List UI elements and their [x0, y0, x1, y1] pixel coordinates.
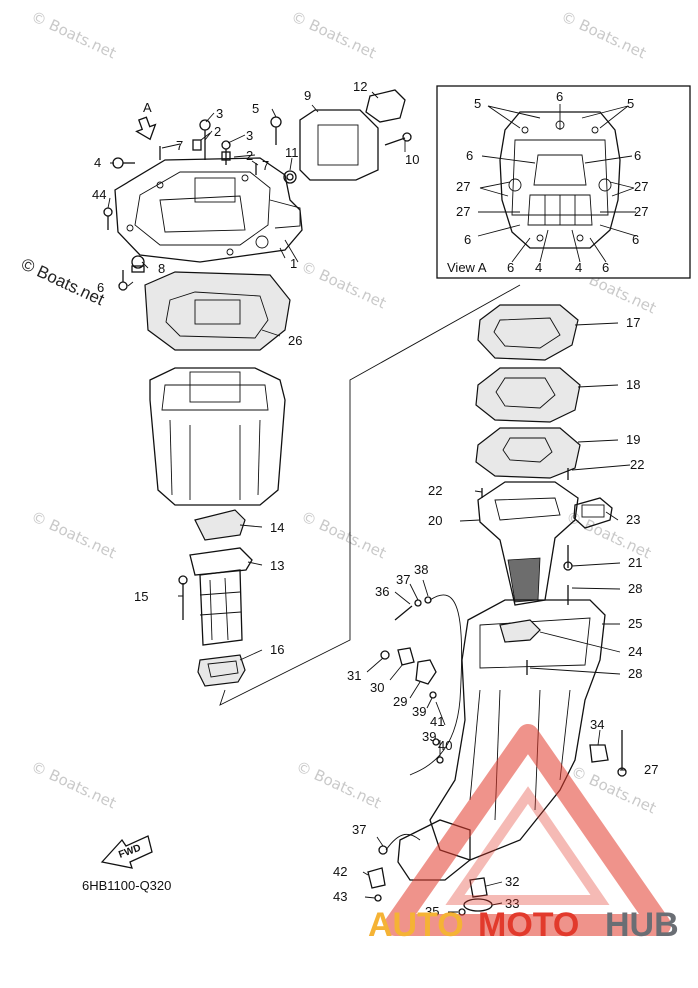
top-fasteners [103, 116, 282, 291]
automotohub-logo: AUTO MOTO HUB [368, 724, 679, 944]
callout-36: 36 [375, 584, 389, 599]
callouts: 3 2 3 7 2 7 5 4 44 8 6 9 12 10 11 1 26 1… [92, 79, 658, 919]
parts-9-12 [283, 89, 412, 184]
inset-callout-27: 27 [456, 204, 470, 219]
inset-callout-6: 6 [464, 232, 471, 247]
gaskets-17-19 [475, 304, 581, 479]
callout-4: 4 [94, 155, 101, 170]
callout-27: 27 [644, 762, 658, 777]
leader-lines [107, 91, 631, 913]
callout-15: 15 [134, 589, 148, 604]
callout-26: 26 [288, 333, 302, 348]
callout-6: 6 [97, 280, 104, 295]
callout-34: 34 [590, 717, 604, 732]
callout-30: 30 [370, 680, 384, 695]
callout-33: 33 [505, 896, 519, 911]
watermark: © Boats.net [28, 757, 119, 812]
guide-lines [219, 284, 521, 706]
diagram-code: 6HB1100-Q320 [82, 878, 171, 893]
callout-9: 9 [304, 88, 311, 103]
watermark: © Boats.net [558, 7, 649, 62]
callout-10: 10 [405, 152, 419, 167]
inset-callout-27: 27 [456, 179, 470, 194]
callout-7: 7 [262, 158, 269, 173]
gasket-26 [144, 271, 291, 351]
callout-17: 17 [626, 315, 640, 330]
callout-39: 39 [422, 729, 436, 744]
callout-7: 7 [176, 138, 183, 153]
inset-callout-6: 6 [466, 148, 473, 163]
inset-callout-5: 5 [474, 96, 481, 111]
fwd-arrow: FWD [100, 835, 153, 869]
watermark: © Boats.net [288, 7, 379, 62]
callout-37: 37 [396, 572, 410, 587]
inset-callout-4: 4 [575, 260, 582, 275]
callout-23: 23 [626, 512, 640, 527]
callout-16: 16 [270, 642, 284, 657]
callout-43: 43 [333, 889, 347, 904]
watermark: © Boats.net [28, 7, 119, 62]
callout-14: 14 [270, 520, 284, 535]
logo-text-auto: AUTO [368, 906, 464, 944]
inset-callout-4: 4 [535, 260, 542, 275]
callout-3: 3 [216, 106, 223, 121]
view-a-label: View A [447, 260, 487, 275]
callout-2: 2 [214, 124, 221, 139]
callout-28: 28 [628, 666, 642, 681]
logo-text-moto: MOTO [478, 906, 579, 944]
callout-21: 21 [628, 555, 642, 570]
inset-callout-6: 6 [507, 260, 514, 275]
callout-3: 3 [246, 128, 253, 143]
inset-callout-27: 27 [634, 204, 648, 219]
watermark: © Boats.net [293, 757, 384, 812]
callout-39: 39 [412, 704, 426, 719]
callout-41: 41 [430, 714, 444, 729]
logo-text-hub: HUB [605, 906, 679, 944]
callout-20: 20 [428, 513, 442, 528]
inset-callout-6: 6 [602, 260, 609, 275]
inset-callout-5: 5 [627, 96, 634, 111]
watermark-dark: © Boats.net [18, 254, 107, 309]
inset-callout-6: 6 [632, 232, 639, 247]
callout-5: 5 [252, 101, 259, 116]
exhaust-manifold-20 [477, 468, 613, 606]
inset-callout-27: 27 [634, 179, 648, 194]
watermark: © Boats.net [298, 507, 389, 562]
inset-callout-6: 6 [556, 89, 563, 104]
callout-22: 22 [428, 483, 442, 498]
view-a-inset: View A 5 6 5 6 6 27 27 27 27 6 6 6 4 4 6 [436, 85, 691, 279]
housing-body [149, 367, 286, 506]
callout-18: 18 [626, 377, 640, 392]
callout-24: 24 [628, 644, 642, 659]
view-arrow-a: A [135, 100, 157, 141]
callout-12: 12 [353, 79, 367, 94]
callout-31: 31 [347, 668, 361, 683]
watermark: © Boats.net [28, 507, 119, 562]
callout-42: 42 [333, 864, 347, 879]
svg-text:A: A [143, 100, 152, 115]
callout-38: 38 [414, 562, 428, 577]
upper-casing [114, 157, 303, 263]
callout-1: 1 [290, 256, 297, 271]
callout-2: 2 [246, 148, 253, 163]
callout-25: 25 [628, 616, 642, 631]
callout-13: 13 [270, 558, 284, 573]
callout-44: 44 [92, 187, 106, 202]
parts-13-16 [178, 509, 253, 687]
callout-40: 40 [438, 738, 452, 753]
callout-8: 8 [158, 261, 165, 276]
callout-32: 32 [505, 874, 519, 889]
callout-28: 28 [628, 581, 642, 596]
callout-22: 22 [630, 457, 644, 472]
callout-19: 19 [626, 432, 640, 447]
watermark: © Boats.net [298, 257, 389, 312]
inset-callout-6: 6 [634, 148, 641, 163]
callout-11: 11 [285, 145, 299, 160]
callout-29: 29 [393, 694, 407, 709]
callout-37: 37 [352, 822, 366, 837]
